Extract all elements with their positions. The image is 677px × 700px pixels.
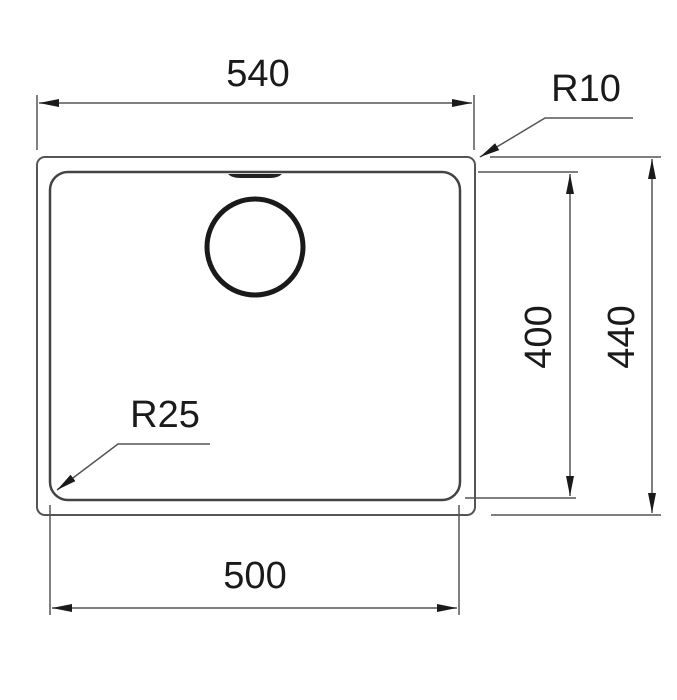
outer-width-label: 540	[226, 53, 289, 95]
inner-radius-label: R25	[130, 394, 200, 436]
outer-radius-label: R10	[551, 68, 621, 110]
dimension-inner-width	[49, 505, 460, 615]
leader-outer-radius	[479, 117, 633, 158]
sink-inner-bowl	[48, 170, 462, 502]
leader-inner-radius	[56, 443, 210, 491]
inner-width-label: 500	[223, 555, 286, 597]
inner-depth-label: 400	[518, 305, 560, 368]
overflow-slot	[228, 174, 282, 178]
sink-outer-outline	[36, 156, 476, 516]
dimension-inner-depth	[465, 171, 578, 499]
dimension-outer-depth	[490, 156, 661, 516]
drain-hole	[204, 196, 306, 298]
dimension-outer-width	[36, 95, 475, 150]
outer-depth-label: 440	[601, 305, 643, 368]
